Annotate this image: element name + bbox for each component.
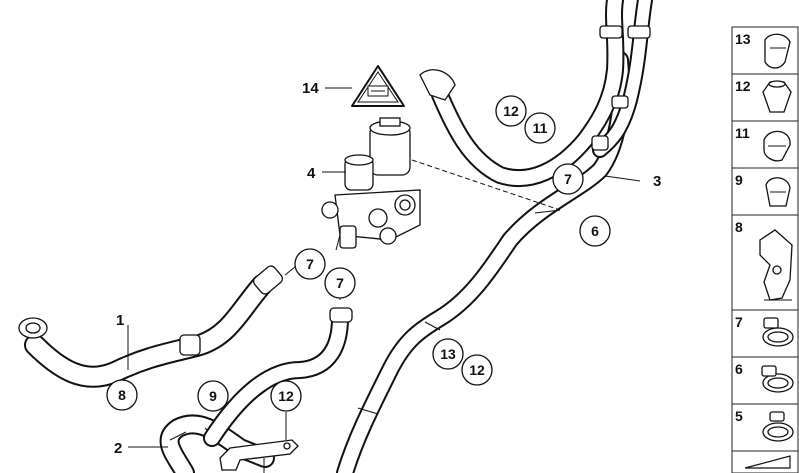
valve-assembly: [321, 117, 421, 249]
svg-text:12: 12: [469, 362, 485, 378]
svg-text:12: 12: [735, 78, 751, 94]
warning-label-icon: [351, 65, 405, 107]
svg-text:13: 13: [440, 346, 456, 362]
svg-text:13: 13: [735, 31, 751, 47]
circled-callout-7c: 7: [324, 267, 356, 299]
legend-cell-8: 8: [731, 214, 799, 311]
svg-text:11: 11: [735, 125, 750, 141]
circled-callout-6: 6: [579, 215, 611, 247]
legend-cell-6: 6: [731, 356, 799, 405]
svg-text:9: 9: [735, 172, 743, 188]
svg-text:12: 12: [503, 103, 519, 119]
parts-legend: 13 12 11 9 8: [731, 26, 799, 473]
legend-arrow-cell: [731, 450, 799, 473]
callout-1: 1: [116, 312, 124, 329]
circled-callout-12a: 12: [495, 95, 527, 127]
svg-text:7: 7: [735, 314, 743, 330]
callout-4: 4: [307, 165, 316, 182]
svg-text:6: 6: [591, 223, 599, 239]
svg-text:12: 12: [278, 388, 294, 404]
svg-text:11: 11: [533, 120, 548, 136]
circled-callout-7b: 7: [294, 248, 326, 280]
callout-3: 3: [653, 173, 661, 190]
hose-6: [336, 51, 631, 473]
legend-cell-7: 7: [731, 309, 799, 358]
legend-cell-9: 9: [731, 167, 799, 216]
svg-text:8: 8: [735, 219, 743, 235]
circled-callout-7a: 7: [552, 163, 584, 195]
legend-cell-5: 5: [731, 403, 799, 452]
hose-1: [18, 265, 283, 388]
circled-callout-12b: 12: [270, 380, 302, 412]
callout-2: 2: [114, 440, 122, 457]
svg-text:8: 8: [118, 387, 126, 403]
svg-text:9: 9: [209, 388, 217, 404]
svg-text:7: 7: [306, 256, 314, 272]
callout-14: 14: [302, 80, 319, 97]
bracket: [219, 439, 299, 473]
circled-callout-9: 9: [197, 380, 229, 412]
circled-callout-13: 13: [432, 338, 464, 370]
circled-callout-8: 8: [106, 379, 138, 411]
legend-cell-11: 11: [731, 120, 799, 169]
svg-text:5: 5: [735, 408, 743, 424]
leader-line: [534, 209, 561, 214]
circled-callout-11: 11: [524, 112, 556, 144]
dashed-leader: [411, 159, 561, 211]
svg-text:7: 7: [564, 171, 572, 187]
svg-text:6: 6: [735, 361, 743, 377]
hose-9: [203, 307, 353, 447]
leader-lines: [127, 87, 641, 448]
legend-cell-12: 12: [731, 73, 799, 122]
svg-text:7: 7: [336, 275, 344, 291]
legend-cell-13: 13: [731, 26, 799, 75]
circled-callout-12c: 12: [461, 354, 493, 386]
hose-upper: [419, 0, 653, 188]
